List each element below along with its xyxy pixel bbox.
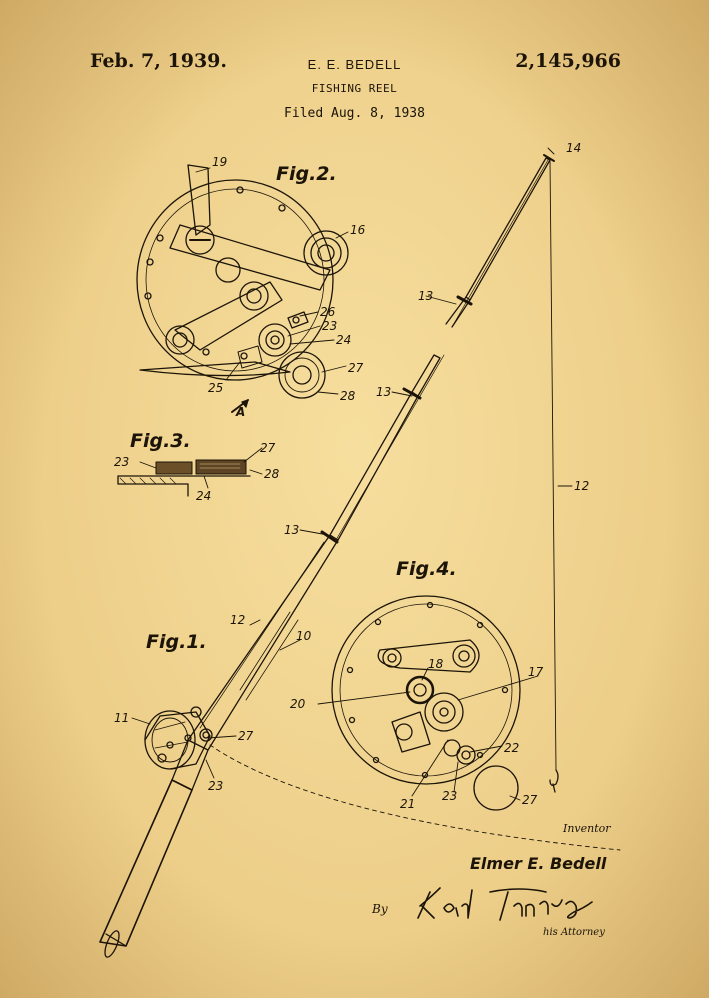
fig2-reel	[136, 164, 349, 413]
fig4-label: Fig.4.	[396, 558, 457, 580]
ref-22: 22	[504, 741, 519, 755]
ref-18: 18	[428, 657, 444, 671]
ref-12-line: 12	[574, 479, 589, 493]
ref-28-fig2: 28	[340, 389, 356, 403]
ref-23-fig2: 23	[322, 319, 337, 333]
fishing-rod	[99, 154, 621, 958]
fig1-reel	[144, 706, 213, 770]
patent-date: Feb. 7, 1939.	[90, 50, 227, 72]
ref-23-fig3: 23	[114, 455, 129, 469]
ref-27-fig4: 27	[522, 793, 538, 807]
by-label: By	[372, 902, 388, 916]
fig4-reel	[331, 595, 521, 811]
ref-16: 16	[350, 223, 366, 237]
ref-A: A	[235, 405, 245, 419]
leader-lines	[131, 147, 573, 801]
patent-number: 2,145,966	[515, 50, 621, 72]
ref-14: 14	[566, 141, 581, 155]
inventor-name: Elmer E. Bedell	[470, 854, 607, 873]
ref-10: 10	[296, 629, 312, 643]
ref-17: 17	[528, 665, 544, 679]
fig1-label: Fig.1.	[146, 631, 207, 653]
fig2-label: Fig.2.	[276, 163, 337, 185]
attorney-label: his Attorney	[543, 927, 605, 938]
ref-28-fig3: 28	[264, 467, 280, 481]
ref-21: 21	[400, 797, 415, 811]
ref-19: 19	[212, 155, 227, 169]
ref-20: 20	[290, 697, 306, 711]
ref-24-fig2: 24	[336, 333, 351, 347]
ref-12-rod: 12	[230, 613, 245, 627]
ref-27-fig3: 27	[260, 441, 276, 455]
filed-date: Filed Aug. 8, 1938	[284, 106, 425, 121]
fig3-label: Fig.3.	[130, 430, 191, 452]
ref-23-fig1: 23	[208, 779, 223, 793]
ref-26: 26	[320, 305, 336, 319]
ref-13-mid: 13	[376, 385, 391, 399]
ref-13-top: 13	[418, 289, 433, 303]
patent-title: FISHING REEL	[311, 82, 398, 95]
fig3-section	[117, 459, 251, 497]
ref-25: 25	[208, 381, 223, 395]
inventor-header: E. E. BEDELL	[307, 57, 402, 72]
inventor-label: Inventor	[563, 822, 611, 835]
ref-27-fig2: 27	[348, 361, 364, 375]
ref-24-fig3: 24	[196, 489, 211, 503]
ref-23-fig4: 23	[442, 789, 457, 803]
ref-11: 11	[114, 711, 129, 725]
attorney-signature-drawing	[417, 887, 593, 921]
ref-13-low: 13	[284, 523, 299, 537]
ref-27-fig1: 27	[238, 729, 254, 743]
